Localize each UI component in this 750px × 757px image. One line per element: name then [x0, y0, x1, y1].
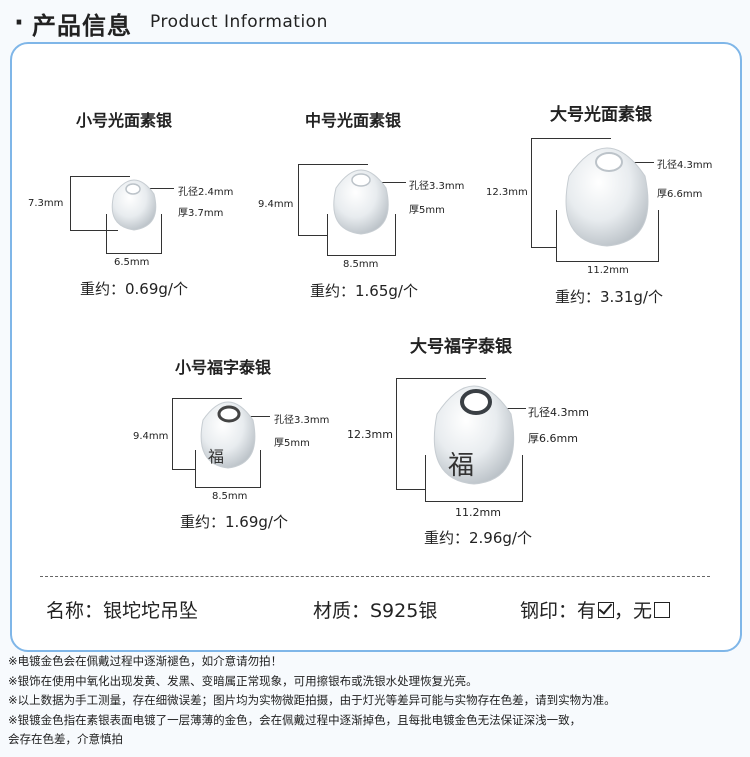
note-line: ※银镀金色指在素银表面电镀了一层薄薄的金色，会在佩戴过程中逐渐掉色，且每批电镀金… — [8, 712, 582, 727]
thickness-label: 厚3.7mm — [178, 208, 224, 219]
stamp-separator: ，无 — [614, 600, 653, 622]
fu-engraving-icon: 福 — [448, 451, 474, 481]
product-info-panel — [10, 42, 742, 652]
product-name: 名称：银坨坨吊坠 — [46, 600, 199, 622]
note-line: ※以上数据为手工测量，存在细微误差；图片均为实物微距拍摄，由于灯光等差异可能与实… — [8, 693, 616, 707]
stamp-info: 钢印：有 ，无 — [520, 596, 671, 623]
product-title: 小号光面素银 — [76, 111, 173, 130]
width-label: 11.2mm — [587, 265, 629, 276]
height-label: 12.3mm — [486, 187, 528, 198]
note-line: 会存在色差，介意慎拍 — [8, 732, 123, 746]
thickness-label: 厚6.6mm — [657, 189, 703, 200]
hole-label: 孔径2.4mm — [178, 187, 234, 198]
hole-label: 孔径4.3mm — [657, 160, 713, 171]
product-title: 中号光面素银 — [305, 111, 402, 130]
divider — [40, 576, 710, 577]
header-title-cn: 产品信息 — [32, 12, 132, 40]
weight-label: 重约：2.96g/个 — [424, 529, 532, 547]
thickness-label: 厚5mm — [409, 205, 445, 216]
width-label: 11.2mm — [455, 506, 501, 519]
weight-label: 重约：3.31g/个 — [555, 288, 663, 306]
silver-bead-image: 福 — [433, 385, 515, 485]
weight-label: 重约：1.65g/个 — [310, 282, 418, 300]
silver-bead-image — [565, 147, 649, 247]
thickness-label: 厚6.6mm — [528, 432, 578, 445]
thickness-label: 厚5mm — [274, 438, 310, 449]
section-header: · 产品信息 Product Information — [0, 0, 750, 44]
checkbox-empty-icon — [654, 602, 671, 618]
silver-bead-image: 福 — [200, 401, 256, 469]
notes-section: ※电镀金色会在佩戴过程中逐渐褪色，如介意请勿拍！ ※银饰在使用中氧化出现发黄、发… — [8, 652, 743, 750]
height-label: 9.4mm — [258, 199, 294, 210]
product-title: 大号福字泰银 — [410, 337, 512, 357]
weight-label: 重约：0.69g/个 — [80, 280, 188, 298]
weight-label: 重约：1.69g/个 — [180, 513, 288, 531]
hole-label: 孔径3.3mm — [409, 181, 465, 192]
stamp-label: 钢印：有 — [520, 600, 597, 622]
silver-bead-image — [111, 179, 157, 231]
note-line: ※银饰在使用中氧化出现发黄、发黑、变暗属正常现象，可用擦银布或洗银水处理恢复光亮… — [8, 673, 478, 688]
header-bullet: · — [14, 8, 24, 38]
fu-engraving-icon: 福 — [208, 447, 224, 466]
hole-label: 孔径4.3mm — [528, 406, 589, 419]
silver-bead-image — [333, 169, 389, 235]
width-label: 6.5mm — [114, 257, 150, 268]
header-title-en: Product Information — [150, 12, 328, 32]
hole-label: 孔径3.3mm — [274, 415, 330, 426]
height-label: 7.3mm — [28, 198, 64, 209]
product-material: 材质：S925银 — [313, 600, 438, 622]
width-label: 8.5mm — [343, 259, 379, 270]
note-line: ※电镀金色会在佩戴过程中逐渐褪色，如介意请勿拍！ — [8, 654, 283, 668]
height-label: 12.3mm — [347, 428, 393, 441]
product-title: 小号福字泰银 — [175, 358, 272, 377]
checkbox-checked-icon — [598, 602, 615, 618]
width-label: 8.5mm — [212, 491, 248, 502]
product-title: 大号光面素银 — [550, 105, 652, 125]
height-label: 9.4mm — [133, 431, 169, 442]
